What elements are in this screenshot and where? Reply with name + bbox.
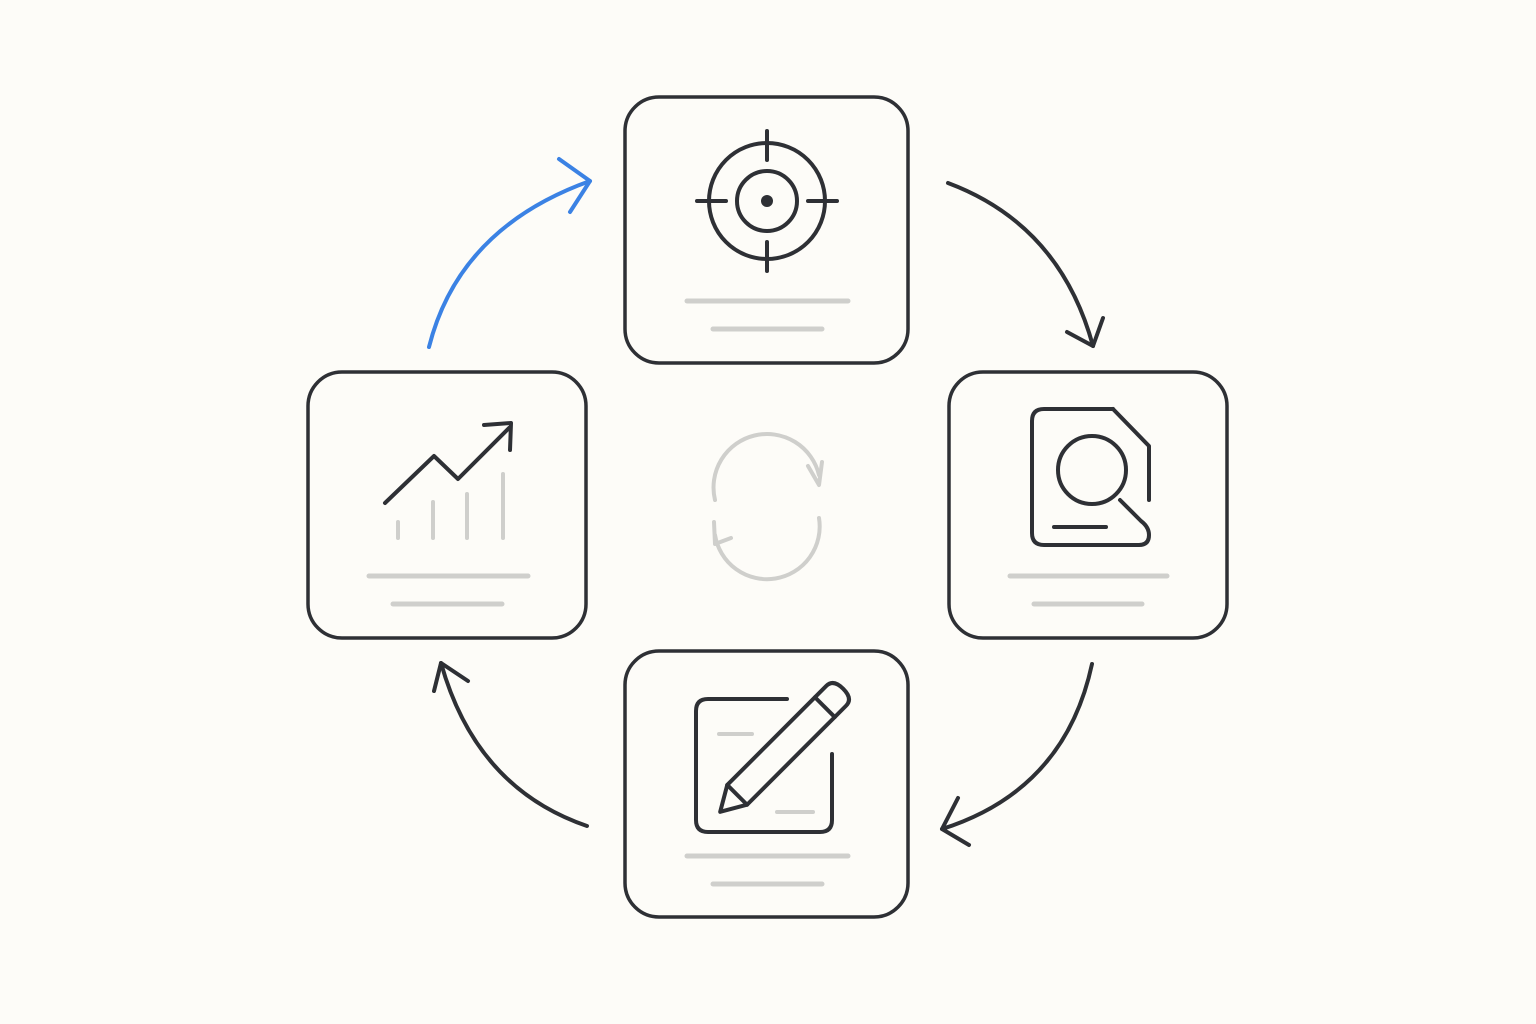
document-search-icon: [1030, 407, 1151, 547]
refresh-cycle-icon: [711, 432, 824, 582]
step-card-review: [947, 370, 1229, 640]
step-card-target: [623, 95, 910, 365]
step-card-analyze: [306, 370, 588, 640]
step-card-edit: [623, 649, 910, 919]
arrow-analyze-to-target: [427, 157, 592, 349]
arrow-target-to-review: [946, 181, 1105, 348]
arrow-review-to-edit: [940, 662, 1094, 847]
card-frame: [306, 370, 588, 640]
trending-chart-icon: [383, 421, 513, 540]
arrow-edit-to-analyze: [432, 661, 589, 828]
edit-document-icon: [694, 681, 851, 834]
target-icon: [695, 129, 839, 273]
